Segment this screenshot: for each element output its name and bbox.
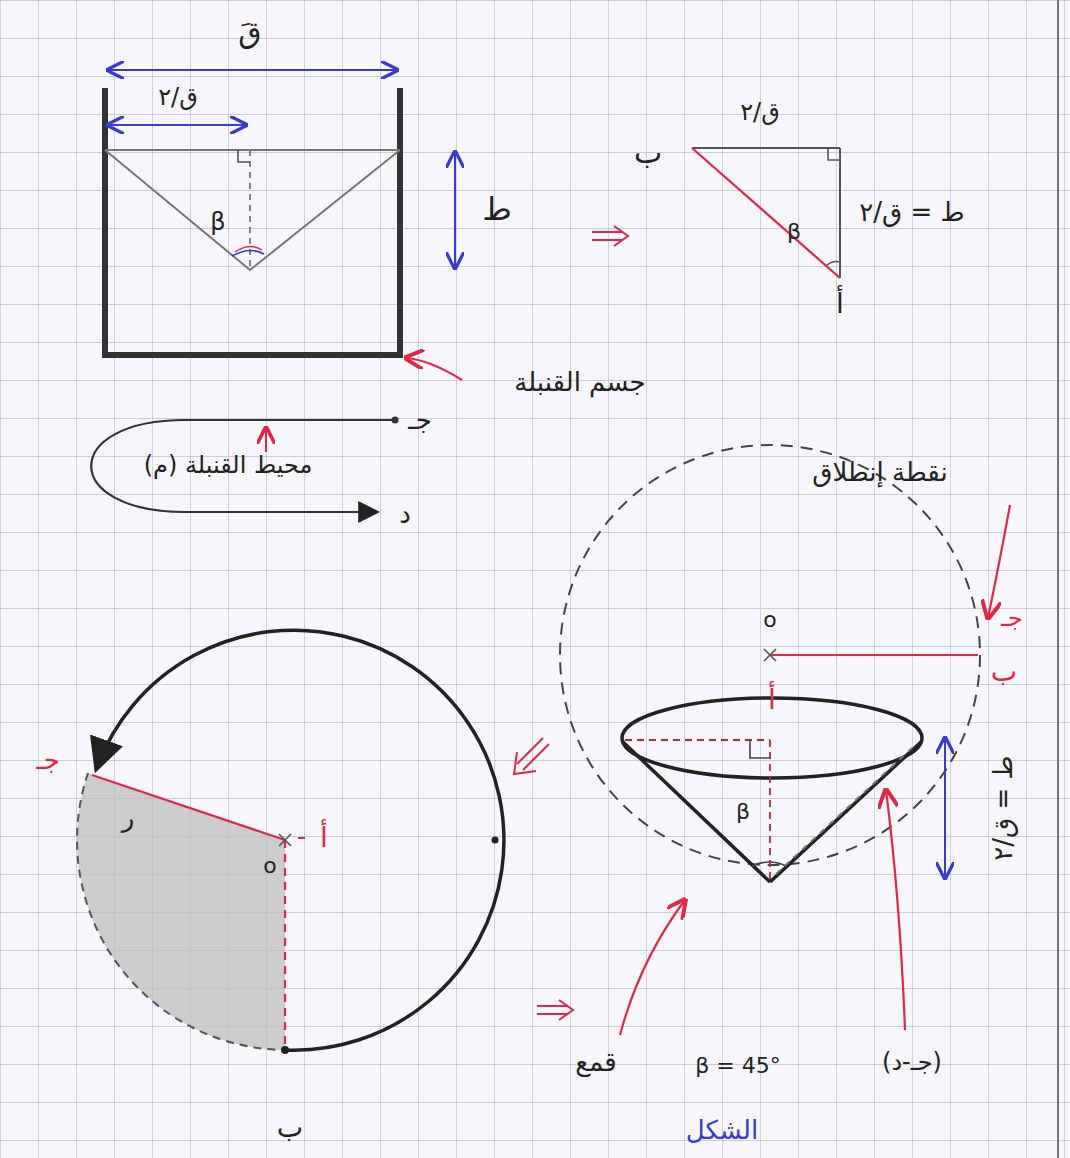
point-label: جـ (33, 745, 63, 776)
point-label: أ (833, 288, 847, 321)
half-width-label: ق/٢ (155, 83, 201, 111)
cone-funnel (622, 698, 922, 882)
point-label: أ (765, 684, 779, 717)
right-triangle (692, 148, 840, 278)
width-label: قَ (235, 15, 264, 50)
height-label: ط (479, 191, 515, 228)
point-label: جـ (405, 405, 435, 436)
point-label: جـ (998, 604, 1026, 632)
center-label: o (760, 607, 779, 633)
bomb-container (102, 88, 403, 357)
angle-label: β (733, 799, 753, 825)
angle-label: β (784, 219, 804, 245)
circle-sector (77, 630, 504, 1054)
part-name: جسم القنبلة (511, 367, 648, 398)
half-width-label: ق/٢ (737, 98, 783, 126)
height-label: ط = ق/٢ (856, 197, 967, 228)
note: نقطة إنطلاق (809, 457, 950, 488)
point-label: أ (317, 822, 331, 855)
point-label: د (396, 499, 414, 530)
radius-label: ر (119, 803, 138, 834)
height-label: ط = ق/٢ (988, 752, 1019, 863)
figure-label: الشكل (683, 1115, 761, 1146)
angle-label: β (207, 208, 228, 236)
point-label: ب (988, 656, 1020, 689)
segment-label: (جـ-د) (879, 1048, 945, 1076)
center-label: o (260, 853, 279, 879)
part-name: قمع (572, 1047, 619, 1078)
angle-value: β = 45° (692, 1053, 783, 1079)
point-label: ب (631, 135, 665, 170)
part-name: محيط القنبلة (م) (141, 451, 316, 479)
point-label: ب (274, 1112, 306, 1145)
